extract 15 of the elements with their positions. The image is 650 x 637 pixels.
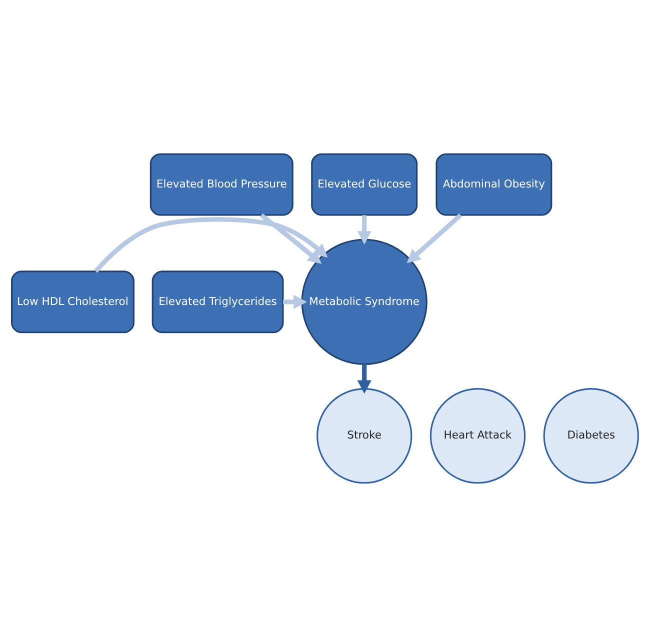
node-box: Elevated Triglycerides bbox=[152, 270, 284, 334]
node-circle: Diabetes bbox=[543, 388, 639, 484]
node-box: Elevated Glucose bbox=[311, 153, 418, 216]
node-circle: Metabolic Syndrome bbox=[301, 238, 428, 365]
arrow bbox=[406, 213, 462, 264]
arrow bbox=[283, 294, 308, 309]
node-circle: Stroke bbox=[316, 388, 412, 484]
arrow bbox=[260, 213, 322, 264]
node-box: Elevated Blood Pressure bbox=[150, 153, 294, 216]
node-circle: Heart Attack bbox=[430, 388, 526, 484]
node-box: Low HDL Cholesterol bbox=[11, 270, 134, 334]
node-box: Abdominal Obesity bbox=[436, 153, 552, 216]
arrow bbox=[94, 217, 328, 273]
arrow bbox=[357, 364, 372, 394]
arrow bbox=[357, 215, 372, 245]
